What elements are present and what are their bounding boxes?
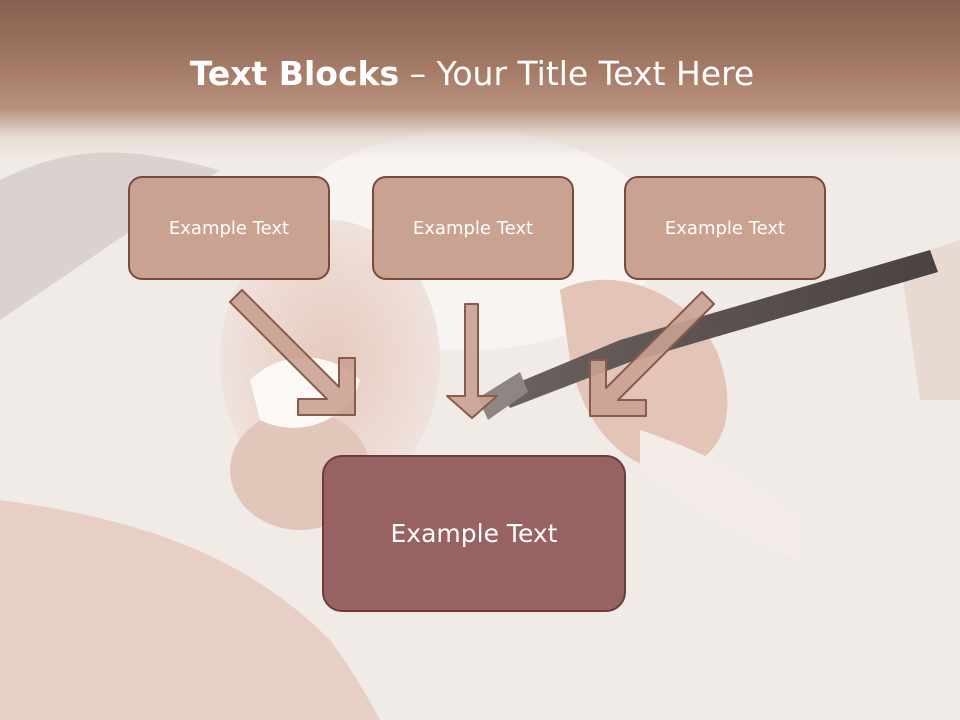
main-text-block[interactable]: Example Text	[322, 455, 626, 612]
text-block-2[interactable]: Example Text	[372, 176, 574, 280]
arrow-down-left-icon	[589, 291, 715, 417]
text-block-1[interactable]: Example Text	[128, 176, 330, 280]
arrow-down-right-icon	[229, 289, 356, 416]
slide-title[interactable]: Text Blocks – Your Title Text Here	[0, 54, 944, 93]
slide-title-bold: Text Blocks	[189, 54, 400, 93]
title-band	[0, 0, 960, 160]
main-text-block-label: Example Text	[390, 519, 558, 548]
text-block-3-label: Example Text	[664, 217, 786, 239]
arrow-down-icon	[446, 303, 498, 419]
slide-title-dash: –	[399, 54, 437, 93]
slide-title-rest: Your Title Text Here	[436, 54, 755, 93]
text-block-3[interactable]: Example Text	[624, 176, 826, 280]
text-block-1-label: Example Text	[168, 217, 290, 239]
text-block-2-label: Example Text	[412, 217, 534, 239]
